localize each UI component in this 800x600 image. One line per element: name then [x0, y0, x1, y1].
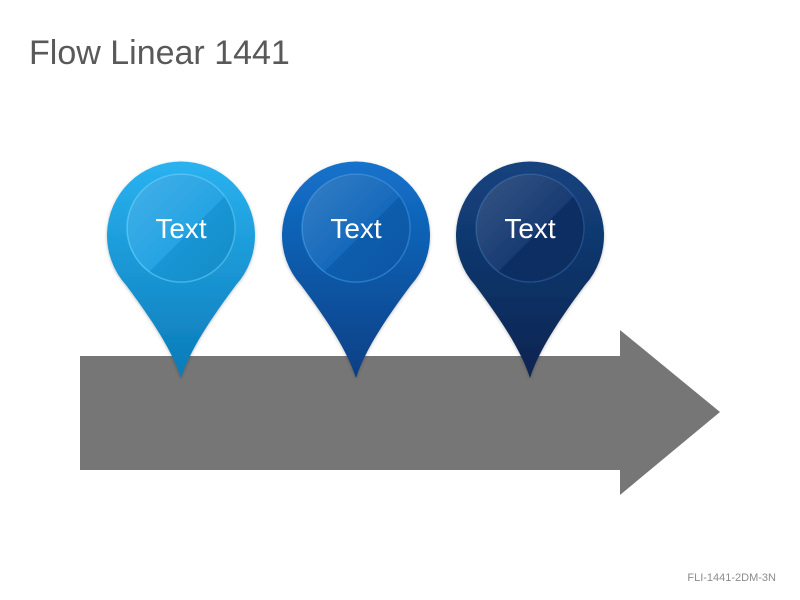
pin-marker-3: Text [456, 161, 605, 378]
pin-label-1: Text [155, 213, 207, 244]
slide-code: FLI-1441-2DM-3N [687, 572, 776, 584]
timeline-arrow [80, 330, 720, 495]
pin-marker-2: Text [282, 161, 431, 378]
pin-label-3: Text [504, 213, 556, 244]
slide-title: Flow Linear 1441 [29, 34, 290, 72]
pin-label-2: Text [330, 213, 382, 244]
pin-marker-1: Text [107, 161, 256, 378]
